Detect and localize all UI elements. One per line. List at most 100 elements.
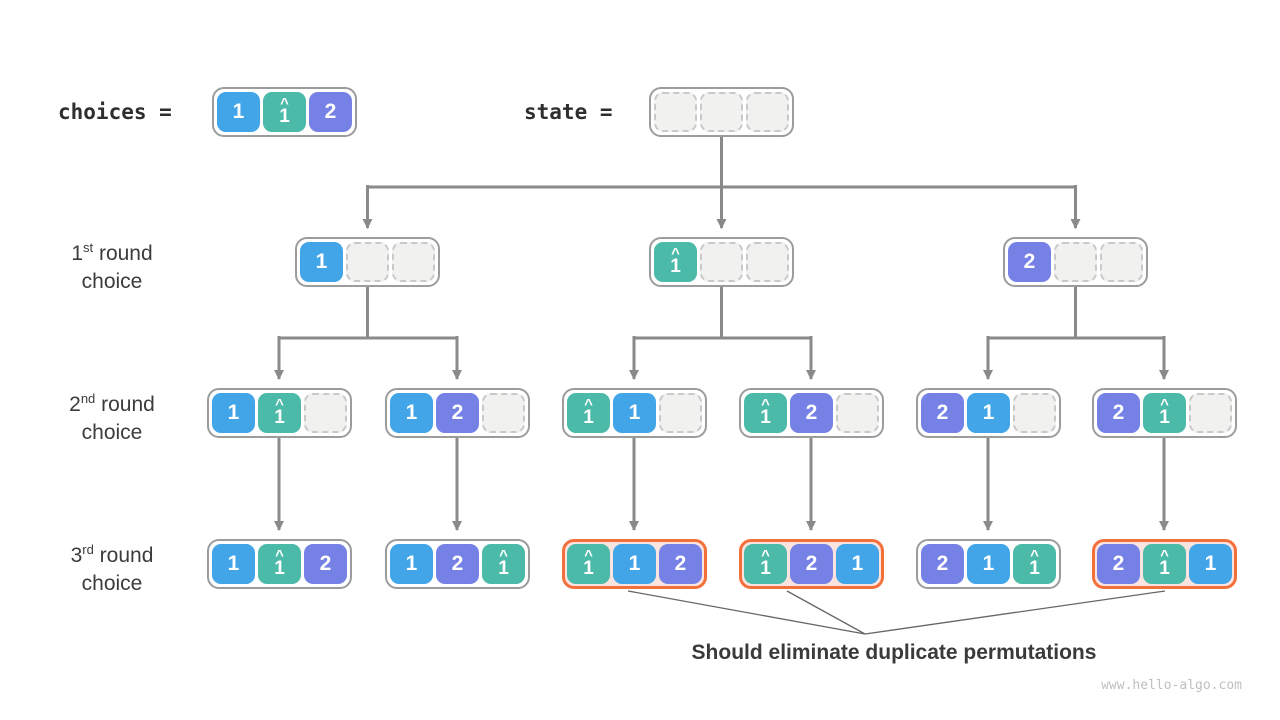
cell-empty — [700, 92, 743, 132]
node-r1-1: 1 — [295, 237, 440, 287]
state-box — [649, 87, 794, 137]
digit: 1 — [279, 105, 290, 127]
cell-2: 2 — [1097, 393, 1140, 433]
hat-digit: ^1 — [583, 548, 594, 579]
cell-1-hat: ^1 — [258, 544, 301, 584]
cell-empty — [654, 92, 697, 132]
round-1-word2: choice — [81, 270, 143, 293]
node-r1-3: 2 — [1003, 237, 1148, 287]
cell-1-hat: ^1 — [744, 544, 787, 584]
round-2-label: 2nd round choice — [27, 385, 197, 447]
cell-1-hat: ^1 — [263, 92, 306, 132]
cell-2: 2 — [436, 393, 479, 433]
node-r1-2: ^1 — [649, 237, 794, 287]
digit: 1 — [670, 255, 681, 277]
round-1-word: round — [93, 242, 153, 265]
hat-icon: ^ — [1160, 395, 1169, 413]
hat-digit: ^1 — [583, 395, 594, 427]
digit: 1 — [1159, 557, 1170, 579]
digit: 1 — [760, 406, 771, 428]
cell-empty — [304, 393, 347, 433]
duplicate-callout-lines — [627, 590, 1166, 635]
hat-digit: ^1 — [670, 244, 681, 277]
cell-1: 1 — [212, 544, 255, 584]
cell-empty — [392, 242, 435, 282]
cell-1: 1 — [967, 393, 1010, 433]
node-r3-1: 1 ^1 2 — [207, 539, 352, 589]
round-3-word: round — [93, 544, 154, 567]
round-3-word2: choice — [81, 572, 143, 595]
cell-empty — [746, 242, 789, 282]
digit: 1 — [498, 557, 509, 579]
hat-digit: ^1 — [274, 397, 285, 428]
hat-icon: ^ — [584, 395, 593, 413]
choices-label: choices = — [58, 100, 172, 124]
cell-1-hat: ^1 — [567, 544, 610, 584]
cell-empty — [700, 242, 743, 282]
round-2-word2: choice — [81, 421, 143, 444]
hat-digit: ^1 — [1159, 546, 1170, 579]
cell-empty — [1189, 393, 1232, 433]
cell-2: 2 — [304, 544, 347, 584]
hat-digit: ^1 — [274, 546, 285, 578]
hat-icon: ^ — [275, 546, 284, 564]
cell-1: 1 — [390, 393, 433, 433]
cell-empty — [836, 393, 879, 433]
cell-2: 2 — [921, 544, 964, 584]
duplicate-permutations-note: Should eliminate duplicate permutations — [691, 641, 1097, 664]
hat-digit: ^1 — [1029, 548, 1040, 578]
cell-2: 2 — [921, 393, 964, 433]
cell-empty — [1100, 242, 1143, 282]
hat-icon: ^ — [761, 546, 770, 564]
level2-connectors — [274, 287, 1169, 380]
round-1-number: 1 — [71, 242, 83, 265]
cell-2: 2 — [790, 393, 833, 433]
cell-1-hat: ^1 — [482, 544, 525, 584]
cell-2: 2 — [1008, 242, 1051, 282]
digit: 1 — [583, 557, 594, 579]
cell-2: 2 — [1097, 544, 1140, 584]
round-2-number: 2 — [69, 393, 81, 416]
cell-1: 1 — [212, 393, 255, 433]
round-3-label: 3rd round choice — [27, 536, 197, 598]
cell-1: 1 — [217, 92, 260, 132]
cell-1-hat: ^1 — [1143, 393, 1186, 433]
watermark: www.hello-algo.com — [1101, 678, 1242, 693]
cell-1: 1 — [613, 544, 656, 584]
digit: 1 — [274, 406, 285, 428]
round-3-ordinal-suffix: rd — [82, 542, 94, 557]
cell-empty — [746, 92, 789, 132]
cell-1-hat: ^1 — [258, 393, 301, 433]
round-1-label: 1st round choice — [27, 234, 197, 296]
hat-icon: ^ — [1160, 546, 1169, 564]
state-label: state = — [524, 100, 613, 124]
cell-2: 2 — [309, 92, 352, 132]
digit: 1 — [1159, 406, 1170, 428]
cell-1-hat: ^1 — [567, 393, 610, 433]
cell-1: 1 — [1189, 544, 1232, 584]
hat-icon: ^ — [761, 395, 770, 413]
cell-empty — [346, 242, 389, 282]
cell-2: 2 — [436, 544, 479, 584]
node-r2-6: 2^1 — [1092, 388, 1237, 438]
hat-icon: ^ — [671, 244, 680, 262]
cell-1-hat: ^1 — [744, 393, 787, 433]
cell-1: 1 — [390, 544, 433, 584]
round-1-ordinal-suffix: st — [83, 240, 94, 255]
round-2-word: round — [95, 393, 155, 416]
cell-2: 2 — [790, 544, 833, 584]
round-3-number: 3 — [70, 544, 83, 567]
hat-icon: ^ — [499, 546, 508, 564]
hat-digit: ^1 — [279, 96, 290, 127]
